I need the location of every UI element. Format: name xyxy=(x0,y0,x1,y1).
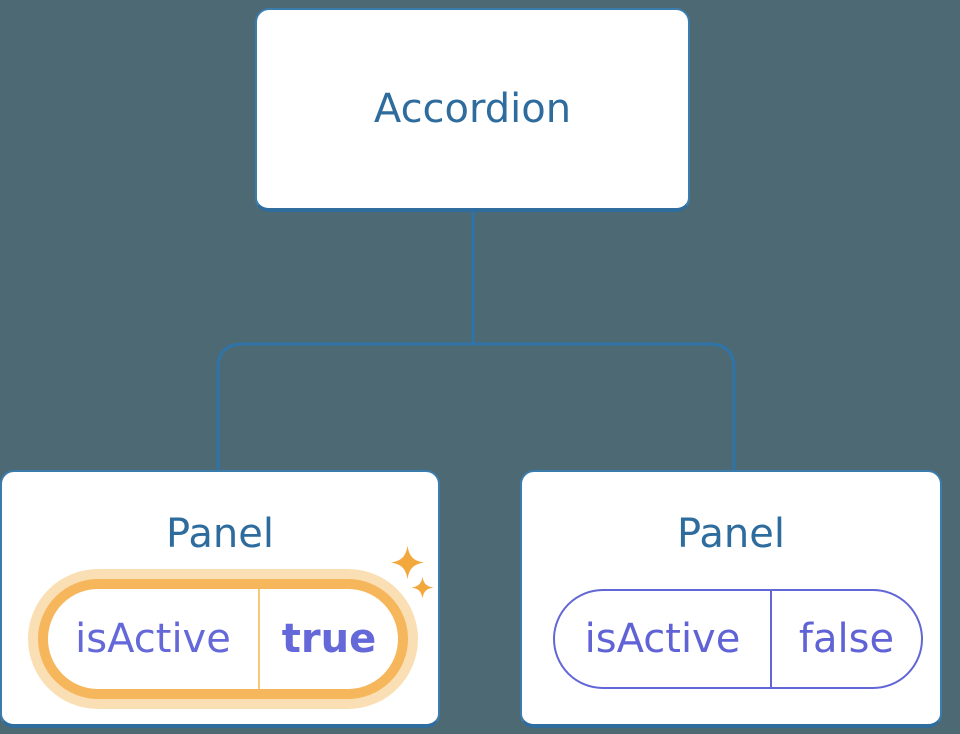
prop-pill-active: isActive true xyxy=(38,579,408,699)
pill-divider xyxy=(770,591,772,687)
accordion-label: Accordion xyxy=(373,86,572,132)
panel-node-inactive: Panel isActive false xyxy=(520,470,942,728)
sparkles-icon xyxy=(411,576,434,599)
panel-title: Panel xyxy=(677,511,785,557)
pill-divider xyxy=(258,589,260,689)
prop-name: isActive xyxy=(584,616,741,662)
panel-title: Panel xyxy=(166,511,274,557)
sparkles-icon xyxy=(390,545,425,580)
connector-branch-bracket xyxy=(216,342,736,470)
accordion-node: Accordion xyxy=(255,8,690,212)
prop-value: true xyxy=(281,616,377,662)
prop-name: isActive xyxy=(75,616,231,662)
panel-node-active: Panel isActive true xyxy=(0,470,440,728)
prop-value: false xyxy=(798,616,895,662)
prop-pill-inactive: isActive false xyxy=(553,589,923,689)
